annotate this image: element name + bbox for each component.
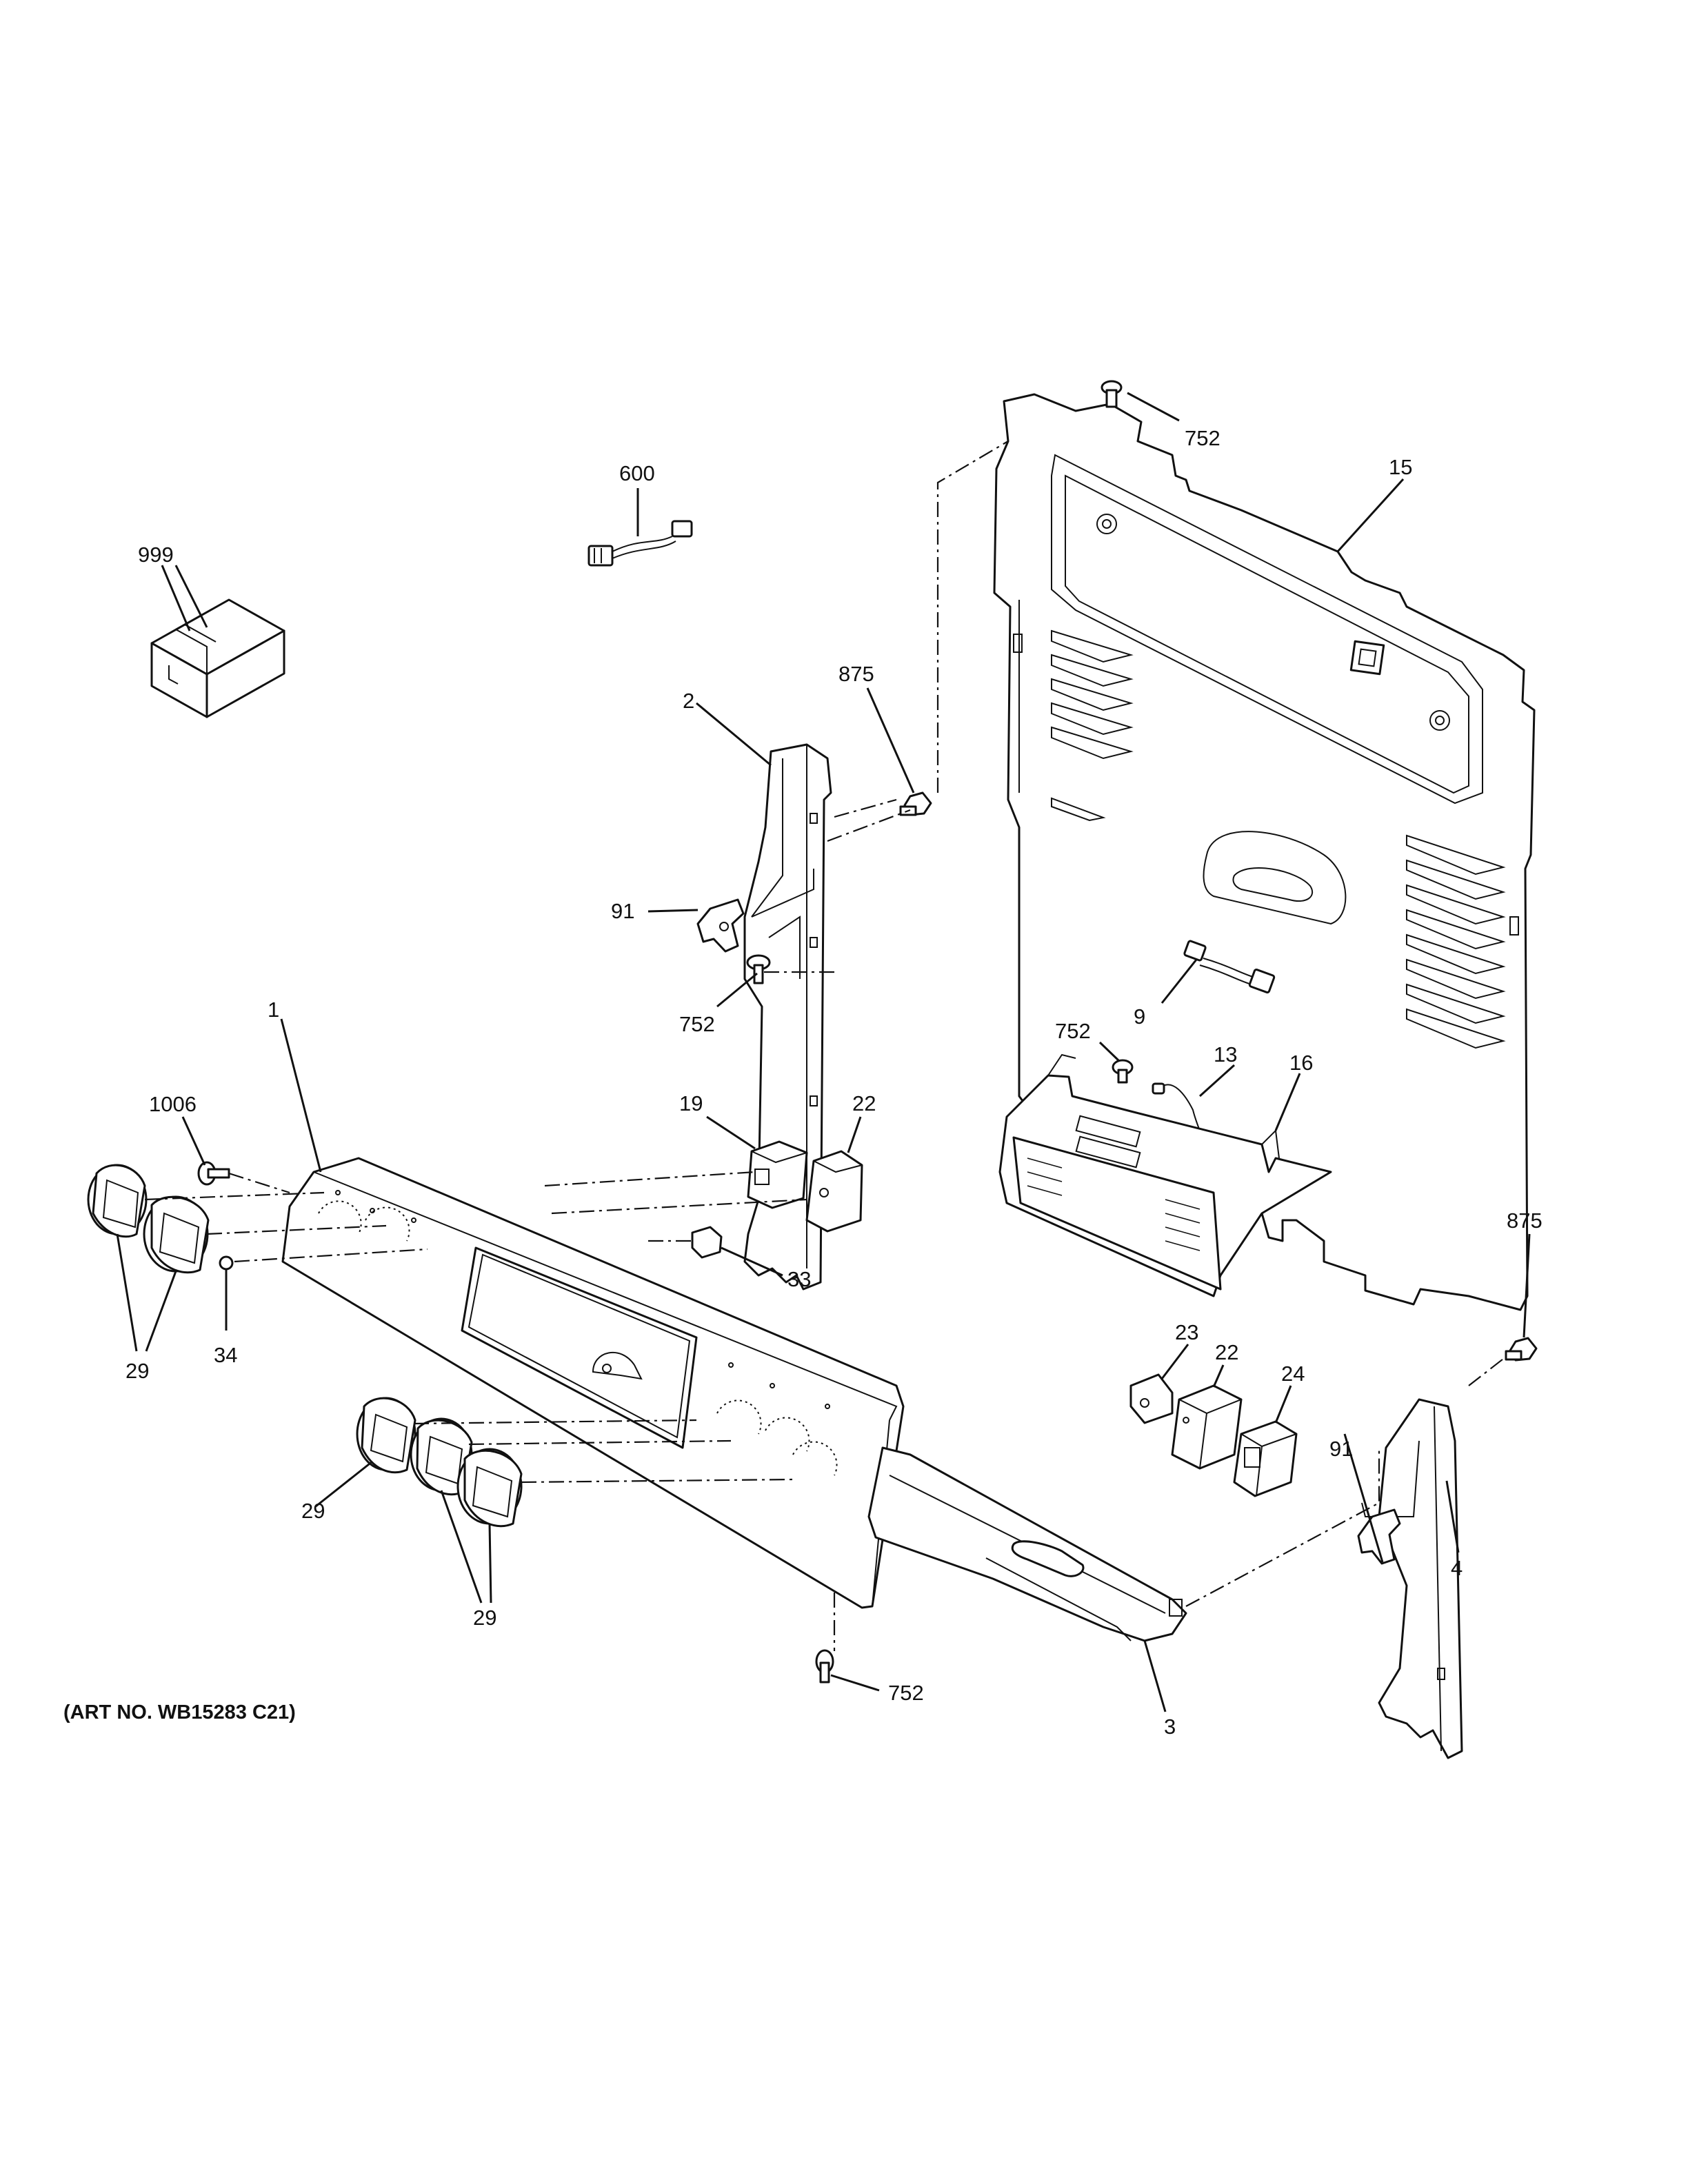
part-91-right-latch	[1357, 1508, 1401, 1565]
callout-22-left: 22	[852, 1091, 876, 1115]
callout-875-right: 875	[1507, 1209, 1543, 1233]
callout-875-left: 875	[838, 662, 874, 686]
callout-91-left: 91	[611, 899, 634, 923]
callout-752-control: 752	[1055, 1019, 1091, 1043]
callout-13: 13	[1214, 1042, 1237, 1066]
screw-875-right	[1505, 1337, 1538, 1362]
callout-2: 2	[683, 689, 694, 713]
part-23-switch	[1129, 1373, 1174, 1424]
screw-752-top	[1101, 380, 1123, 408]
part-3-trim-rail	[867, 1446, 1187, 1642]
callout-1006: 1006	[149, 1092, 197, 1116]
part-33-switch	[691, 1226, 723, 1259]
knobs-right-29	[356, 1397, 523, 1528]
assembly-lines	[144, 441, 1507, 1651]
part-9-harness	[1183, 940, 1276, 994]
callout-752-top: 752	[1185, 426, 1220, 450]
screw-752-control	[1112, 1059, 1134, 1084]
leader-lines	[116, 392, 1531, 1712]
callout-600: 600	[619, 461, 655, 485]
callout-752-bracket: 752	[679, 1012, 715, 1036]
part-16-control-board	[998, 1053, 1332, 1297]
callout-29-left: 29	[125, 1359, 149, 1383]
callout-752-bottom: 752	[888, 1681, 924, 1705]
callout-3: 3	[1164, 1715, 1176, 1739]
part-4-right-bracket	[1361, 1398, 1463, 1759]
callout-16: 16	[1289, 1051, 1313, 1075]
callout-999: 999	[138, 543, 174, 567]
screw-1006	[197, 1161, 230, 1186]
callout-23: 23	[1175, 1320, 1198, 1344]
screw-752-bottom	[815, 1649, 834, 1684]
callout-1: 1	[268, 998, 279, 1022]
callout-29-mid: 29	[301, 1499, 325, 1523]
callout-4: 4	[1451, 1556, 1463, 1580]
callout-33: 33	[787, 1267, 811, 1291]
callout-24: 24	[1281, 1362, 1305, 1386]
callout-22-right: 22	[1215, 1340, 1238, 1364]
callout-15: 15	[1389, 455, 1412, 479]
part-24-switch	[1233, 1420, 1298, 1497]
part-1-console-panel	[281, 1157, 905, 1609]
screw-752-bracket	[746, 954, 771, 984]
callout-34: 34	[214, 1343, 237, 1367]
part-22-left-switch	[805, 1150, 863, 1233]
callout-19: 19	[679, 1091, 703, 1115]
part-999-box	[150, 598, 285, 718]
dial-markings	[318, 1190, 838, 1476]
part-34-screw	[219, 1255, 234, 1271]
part-19-switch	[747, 1140, 808, 1209]
part-600-harness	[587, 520, 693, 567]
knobs-left-29	[87, 1164, 210, 1274]
part-22-right-switch	[1171, 1384, 1243, 1470]
callout-9: 9	[1134, 1004, 1145, 1029]
part-91-left-latch	[696, 898, 745, 953]
callout-29-bottom: 29	[473, 1606, 496, 1630]
callout-labels: 999 600 752 15 875 2 91 752 752 9 13 16 …	[125, 426, 1543, 1739]
art-number: (ART NO. WB15283 C21)	[63, 1701, 296, 1723]
callout-91-right: 91	[1329, 1437, 1353, 1461]
